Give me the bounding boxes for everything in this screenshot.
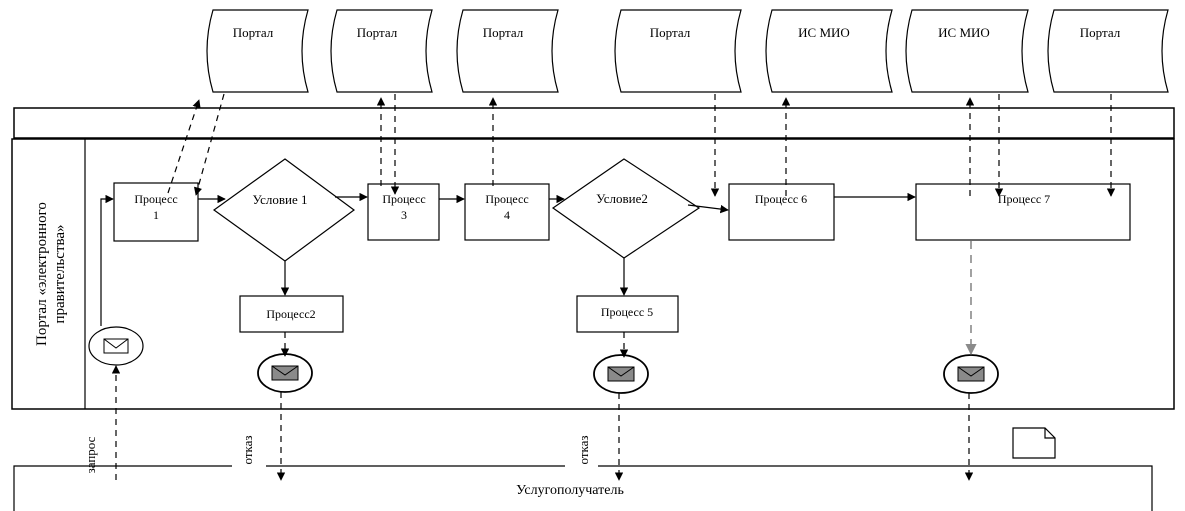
lane-label-line1: Портал «электронного bbox=[34, 202, 50, 346]
storage-label: Портал bbox=[483, 25, 524, 40]
swimlane bbox=[11, 138, 1175, 410]
message-event-1 bbox=[88, 326, 144, 366]
process-label: Процесс 5 bbox=[601, 305, 653, 319]
storage-label: Портал bbox=[650, 25, 691, 40]
storage-is-mio-2: ИС МИО bbox=[905, 9, 1029, 93]
storage-portal-1: Портал bbox=[206, 9, 309, 93]
flow-condition-2-to-process-6 bbox=[687, 204, 729, 214]
message-label-refusal-1: отказ bbox=[240, 435, 255, 464]
envelope-icon bbox=[957, 366, 985, 382]
process-label: Процесс2 bbox=[266, 307, 315, 321]
storage-portal-5: Портал bbox=[1047, 9, 1169, 93]
process-number: 1 bbox=[153, 208, 159, 222]
process-number: 4 bbox=[504, 208, 510, 222]
lane-label: Портал «электронного правительства» bbox=[34, 202, 68, 346]
process-1: Процесс 1 bbox=[113, 182, 199, 242]
storage-portal-3: Портал bbox=[456, 9, 559, 93]
process-label: Процесс bbox=[382, 192, 425, 206]
storage-label: Портал bbox=[1080, 25, 1121, 40]
recipient-box: Услугополучатель bbox=[13, 465, 1153, 511]
message-label-request: запрос bbox=[83, 436, 98, 473]
message-event-3 bbox=[593, 354, 649, 394]
storage-label: Портал bbox=[233, 25, 274, 40]
process-label: Процесс bbox=[134, 192, 177, 206]
process-3: Процесс 3 bbox=[367, 183, 440, 241]
process-7: Процесс 7 bbox=[915, 183, 1131, 241]
process-2: Процесс2 bbox=[239, 295, 344, 333]
flow-start-to-process-1 bbox=[100, 194, 114, 326]
storage-portal-4: Портал bbox=[614, 9, 742, 93]
storage-portal-2: Портал bbox=[330, 9, 433, 93]
condition-label: Условие2 bbox=[596, 191, 648, 206]
storage-label: ИС МИО bbox=[938, 25, 990, 40]
storage-label: Портал bbox=[357, 25, 398, 40]
condition-label: Условие 1 bbox=[252, 192, 307, 207]
document-icon bbox=[1012, 427, 1056, 459]
message-event-2 bbox=[257, 353, 313, 393]
process-5: Процесс 5 bbox=[576, 295, 679, 333]
condition-1: Условие 1 bbox=[212, 158, 356, 262]
process-label: Процесс bbox=[485, 192, 528, 206]
process-label: Процесс 7 bbox=[998, 192, 1050, 206]
process-4: Процесс 4 bbox=[464, 183, 550, 241]
flow-process-1-to-storage-1 bbox=[167, 99, 201, 194]
envelope-icon bbox=[607, 366, 635, 382]
storage-label: ИС МИО bbox=[798, 25, 850, 40]
process-label: Процесс 6 bbox=[755, 192, 807, 206]
lane-label-line2: правительства» bbox=[52, 224, 68, 323]
process-6: Процесс 6 bbox=[728, 183, 835, 241]
envelope-icon bbox=[103, 338, 129, 354]
message-label-refusal-2: отказ bbox=[576, 435, 591, 464]
message-event-4 bbox=[943, 354, 999, 394]
envelope-icon bbox=[271, 365, 299, 381]
storage-is-mio-1: ИС МИО bbox=[765, 9, 893, 93]
process-number: 3 bbox=[401, 208, 407, 222]
top-band bbox=[13, 107, 1175, 139]
recipient-label: Услугополучатель bbox=[516, 483, 624, 498]
